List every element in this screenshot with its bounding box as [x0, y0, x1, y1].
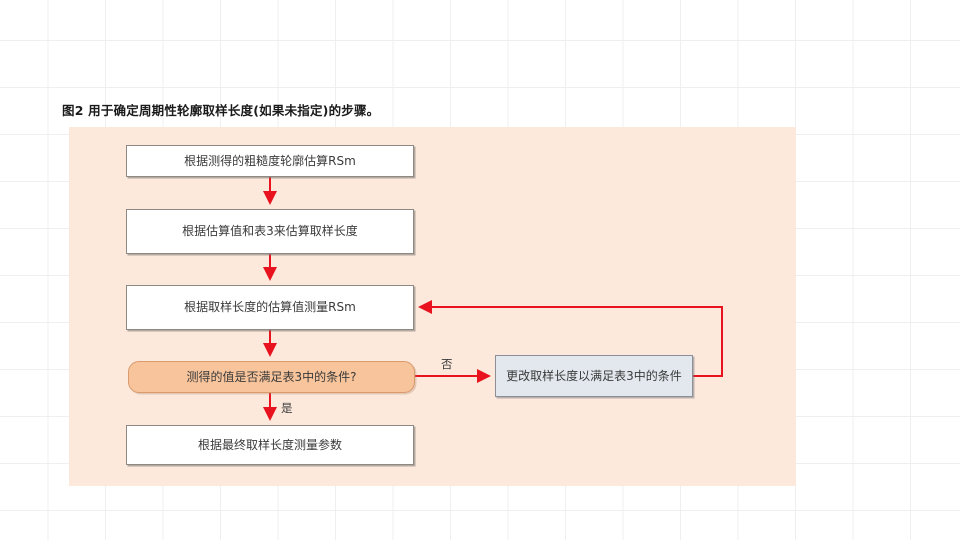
node-condition-check-label: 测得的值是否满足表3中的条件? [186, 369, 357, 384]
node-measure-params-label: 根据最终取样长度测量参数 [197, 437, 342, 452]
node-condition-check[interactable]: 测得的值是否满足表3中的条件? [128, 361, 415, 393]
node-estimate-rsm[interactable]: 根据测得的粗糙度轮廓估算RSm [126, 145, 414, 177]
edge-label-yes: 是 [281, 401, 293, 415]
node-estimate-length-label: 根据估算值和表3来估算取样长度 [182, 224, 358, 239]
flowchart-panel: 根据测得的粗糙度轮廓估算RSm 根据估算值和表3来估算取样长度 根据取样长度的估… [69, 127, 796, 486]
connector-layer [263, 177, 723, 421]
node-measure-params[interactable]: 根据最终取样长度测量参数 [126, 425, 414, 465]
edge-label-no: 否 [441, 357, 453, 371]
figure-caption: 图2 用于确定周期性轮廓取样长度(如果未指定)的步骤。 [62, 103, 380, 118]
edge-change-length-to-measure-rsm [418, 300, 723, 377]
node-estimate-rsm-label: 根据测得的粗糙度轮廓估算RSm [184, 153, 356, 168]
node-measure-rsm-label: 根据取样长度的估算值测量RSm [184, 300, 356, 315]
node-estimate-length[interactable]: 根据估算值和表3来估算取样长度 [126, 209, 414, 254]
node-measure-rsm[interactable]: 根据取样长度的估算值测量RSm [126, 285, 414, 330]
node-change-length-label: 更改取样长度以满足表3中的条件 [506, 368, 682, 383]
node-change-length[interactable]: 更改取样长度以满足表3中的条件 [495, 355, 693, 397]
